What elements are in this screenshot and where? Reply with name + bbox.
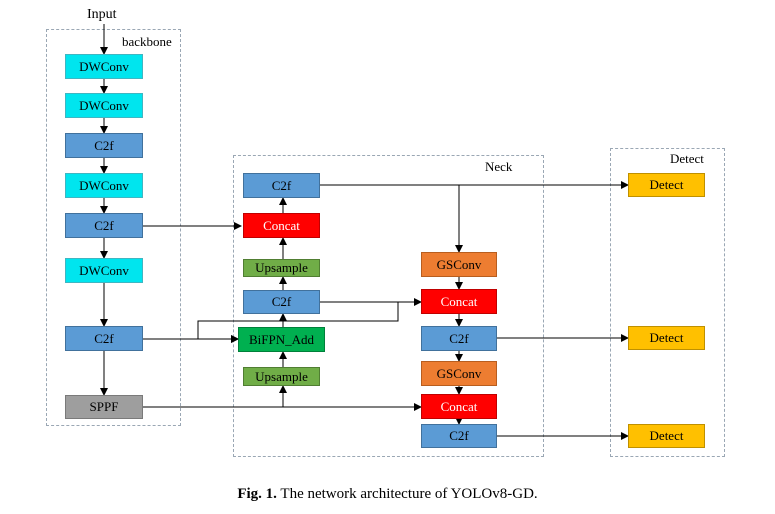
neck-upsample-1: Upsample <box>243 259 320 277</box>
neck-upsample-2: Upsample <box>243 367 320 386</box>
neck-concat-1: Concat <box>421 289 497 314</box>
backbone-region <box>46 29 181 426</box>
input-label: Input <box>87 7 117 22</box>
detect-region <box>610 148 725 457</box>
edge-loop-bifpn <box>197 302 399 343</box>
neck-gsconv-1: GSConv <box>421 252 497 277</box>
neck-gsconv-2: GSConv <box>421 361 497 386</box>
detect-head-1: Detect <box>628 173 705 197</box>
caption-label: Fig. 1. <box>237 486 277 502</box>
neck-bifpn-add: BiFPN_Add <box>238 327 325 352</box>
node-dwconv-3: DWConv <box>65 173 143 198</box>
neck-concat-2: Concat <box>421 394 497 419</box>
neck-region <box>233 155 544 457</box>
node-sppf: SPPF <box>65 395 143 419</box>
neck-c2f-mid: C2f <box>243 290 320 314</box>
neck-c2f-top: C2f <box>243 173 320 198</box>
detect-region-label: Detect <box>670 151 704 166</box>
figure-caption: Fig. 1. The network architecture of YOLO… <box>0 486 775 503</box>
node-dwconv-1: DWConv <box>65 54 143 79</box>
neck-label: Neck <box>485 159 513 174</box>
node-c2f-3: C2f <box>65 326 143 351</box>
neck-c2f-2: C2f <box>421 424 497 448</box>
detect-head-3: Detect <box>628 424 705 448</box>
backbone-label: backbone <box>122 34 172 49</box>
detect-head-2: Detect <box>628 326 705 350</box>
caption-text: The network architecture of YOLOv8-GD. <box>280 486 538 502</box>
node-c2f-1: C2f <box>65 133 143 158</box>
node-dwconv-4: DWConv <box>65 258 143 283</box>
neck-c2f-1: C2f <box>421 326 497 351</box>
node-dwconv-2: DWConv <box>65 93 143 118</box>
node-c2f-2: C2f <box>65 213 143 238</box>
neck-concat-top: Concat <box>243 213 320 238</box>
